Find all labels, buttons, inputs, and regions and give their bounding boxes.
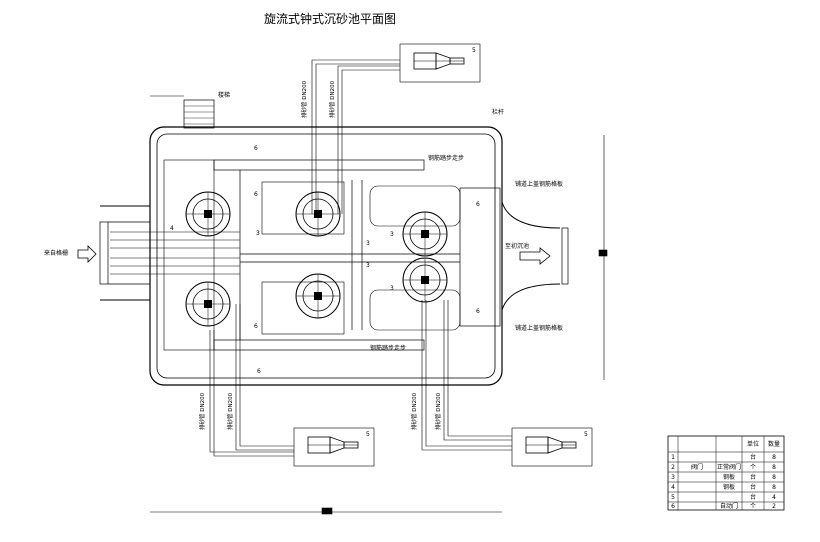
table-cell: 4 [671,484,675,491]
walkway-top-label: 钢筋踏步走步 [428,154,464,162]
mark-4-a: 4 [170,225,174,232]
grit-unit-1 [185,191,231,237]
sand-pipe-label-2: 排砂管 DN200 [328,80,336,118]
mark-6-b: 6 [254,191,258,198]
inlet-arrow-icon [77,245,97,263]
mark-5-a: 5 [472,47,476,54]
sand-pipes [209,59,512,457]
table-cell: 8 [772,474,776,481]
table-cell: 1 [671,454,675,461]
walkway-bottom-label: 钢筋踏步走步 [370,344,406,352]
inlet-label: 来自格栅 [44,249,68,257]
table-cell: 8 [772,464,776,471]
table-cell: 台 [750,483,756,491]
outlet-label: 至初沉池 [505,242,529,250]
mark-3-d: 3 [390,231,394,238]
plate-bottom-label: 铺道上盖钢筋格板 [515,324,563,332]
table-cell: 台 [750,453,756,461]
mark-6-a: 6 [254,145,258,152]
classifier-top [399,43,481,83]
grit-unit-5 [402,211,448,257]
sand-pipe-label-4: 排砂管 DN200 [226,392,234,430]
grit-unit-6 [402,257,448,303]
railing-label: 栏杆 [492,108,504,116]
stair-label: 楼梯 [218,91,230,99]
table-cell: 8 [772,454,776,461]
outlet-arrow-icon [519,247,551,265]
table-cell: 自动门 [720,502,738,510]
drawing-title: 旋流式钟式沉砂池平面图 [264,11,396,26]
sand-pipe-label-5: 排砂管 DN200 [410,392,418,430]
tank-inner-wall [156,133,496,379]
table-cell: 个 [750,503,756,510]
classifier-bottom-right [511,427,593,467]
sand-pipe-label-3: 排砂管 DN200 [198,392,206,430]
inlet-channel [99,205,240,301]
mark-3-a: 3 [256,230,260,237]
table-cell: 4 [772,494,776,501]
grit-unit-3 [295,191,341,237]
table-cell: 5 [671,494,675,501]
outlet-channel [501,201,569,311]
sand-pipe-label-6: 排砂管 DN200 [434,392,442,430]
sand-pipe-label-1: 排砂管 DN200 [300,80,308,118]
mark-6-f: 6 [476,308,480,315]
grit-unit-4 [295,273,341,319]
equipment-table [667,435,785,511]
table-cell: 阀门 [691,463,703,471]
table-cell: 3 [671,474,675,481]
table-cell: 数量 [768,440,780,448]
tank-outer-wall [149,126,503,386]
table-cell: 钢板 [723,483,735,491]
table-cell: 正常阀门 [717,463,741,471]
table-cell: 单位 [747,440,759,448]
table-cell: 个 [750,464,756,471]
mark-3-e: 3 [390,285,394,292]
mark-3-b: 3 [366,240,370,247]
table-cell: 2 [671,464,675,471]
mark-6-c: 6 [254,323,258,330]
mark-5-c: 5 [584,431,588,438]
plate-top-label: 铺道上盖钢筋格板 [515,180,563,188]
table-cell: 6 [671,503,675,510]
table-cell: 2 [772,503,776,510]
stair-block [183,99,215,129]
mark-3-c: 3 [366,262,370,269]
dimension-lines [150,95,608,515]
mark-6-d: 6 [257,368,261,375]
mark-5-b: 5 [366,431,370,438]
table-cell: 8 [772,484,776,491]
classifier-bottom-left [293,427,375,467]
table-cell: 台 [750,493,756,501]
grit-unit-2 [185,281,231,327]
table-cell: 钢板 [723,473,735,481]
mark-6-e: 6 [476,201,480,208]
table-cell: 台 [750,473,756,481]
center-partitions [163,159,501,351]
